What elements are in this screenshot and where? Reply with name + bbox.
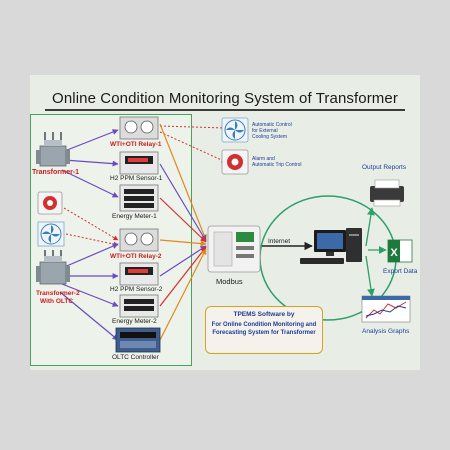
alarm-icon-right bbox=[221, 149, 249, 175]
modbus-label: Modbus bbox=[216, 277, 243, 286]
line-oltc-modbus bbox=[159, 248, 207, 341]
internet-label: Internet bbox=[268, 238, 291, 245]
transformer-2-label: Transformer-2 bbox=[36, 290, 80, 297]
output-reports-label: Output Reports bbox=[362, 164, 407, 171]
line-relay1-modbus bbox=[159, 123, 207, 241]
analysis-graph-icon bbox=[361, 295, 411, 323]
line-h2-2-modbus bbox=[159, 245, 207, 277]
dotted-arrow-cooling bbox=[159, 125, 227, 131]
energy-meter-2-device bbox=[119, 294, 159, 318]
wti-oti-relay-1-device bbox=[119, 116, 159, 140]
line-relay2-modbus bbox=[159, 239, 207, 247]
title-underline bbox=[45, 109, 405, 111]
wti-oti-relay-2-label: WTI+OTI Relay-2 bbox=[110, 253, 162, 260]
oltc-controller-device bbox=[115, 327, 161, 353]
transformer-1-label: Transformer-1 bbox=[32, 169, 80, 176]
modbus-converter-icon bbox=[207, 225, 261, 273]
arrow-t1-relay1 bbox=[61, 129, 119, 153]
energy-meter-2-label: Energy Meter-2 bbox=[112, 318, 157, 325]
auto-cooling-label-3: Cooling System bbox=[252, 134, 288, 140]
alarm-label-2: Automatic Trip Control bbox=[252, 162, 302, 168]
energy-meter-1-label: Energy Meter-1 bbox=[112, 213, 157, 220]
arrow-t2-relay2 bbox=[61, 243, 119, 269]
dotted-arrow-alarm bbox=[159, 131, 227, 163]
alarm-label-1: Alarm and bbox=[252, 156, 275, 162]
arrow-pc-graphs bbox=[365, 255, 375, 297]
arrow-t1-energy1 bbox=[61, 169, 119, 198]
h2-ppm-sensor-1-label: H2 PPM Sensor-1 bbox=[110, 175, 163, 182]
wti-oti-relay-2-device bbox=[119, 228, 159, 252]
h2-ppm-sensor-2-device bbox=[119, 262, 159, 286]
analysis-graphs-label: Analysis Graphs bbox=[362, 328, 410, 335]
arrow-t2-oltc bbox=[59, 291, 119, 341]
transformer-2-icon bbox=[36, 250, 70, 285]
transformer-2-oltc-label: With OLTC bbox=[40, 298, 74, 305]
arrow-pc-reports bbox=[365, 207, 375, 247]
line-energy1-modbus bbox=[159, 197, 207, 243]
fan-icon-left bbox=[37, 221, 65, 247]
svg-text:X: X bbox=[390, 247, 398, 259]
alarm-icon-left bbox=[37, 191, 63, 215]
export-data-label: Export Data bbox=[383, 268, 418, 275]
excel-icon: X bbox=[387, 239, 413, 263]
auto-cooling-label-1: Automatic Control bbox=[252, 122, 292, 128]
line-h2-1-modbus bbox=[159, 163, 207, 242]
computer-icon bbox=[300, 228, 362, 264]
software-title: TPEMS Software by bbox=[233, 311, 295, 318]
cooling-fan-icon bbox=[221, 117, 249, 143]
transformer-1-icon bbox=[36, 132, 70, 167]
energy-meter-1-device bbox=[119, 184, 159, 212]
oltc-controller-label: OLTC Controller bbox=[112, 354, 159, 361]
line-energy2-modbus bbox=[159, 246, 207, 307]
h2-ppm-sensor-1-device bbox=[119, 151, 159, 175]
arrow-t1-h2sensor1 bbox=[63, 159, 119, 167]
arrow-t2-energy2 bbox=[61, 283, 119, 307]
software-info-box: TPEMS Software by For Online Condition M… bbox=[205, 306, 323, 354]
diagram-title: Online Condition Monitoring System of Tr… bbox=[52, 90, 398, 107]
h2-ppm-sensor-2-label: H2 PPM Sensor-2 bbox=[110, 286, 163, 293]
printer-icon bbox=[370, 179, 404, 207]
wti-oti-relay-1-label: WTI+OTI Relay-1 bbox=[110, 141, 162, 148]
auto-cooling-label-2: for External bbox=[252, 128, 278, 134]
arrow-alarm-relay2 bbox=[63, 207, 119, 241]
arrow-fan-relay2 bbox=[65, 233, 119, 247]
software-description: For Online Condition Monitoring and Fore… bbox=[211, 322, 317, 336]
